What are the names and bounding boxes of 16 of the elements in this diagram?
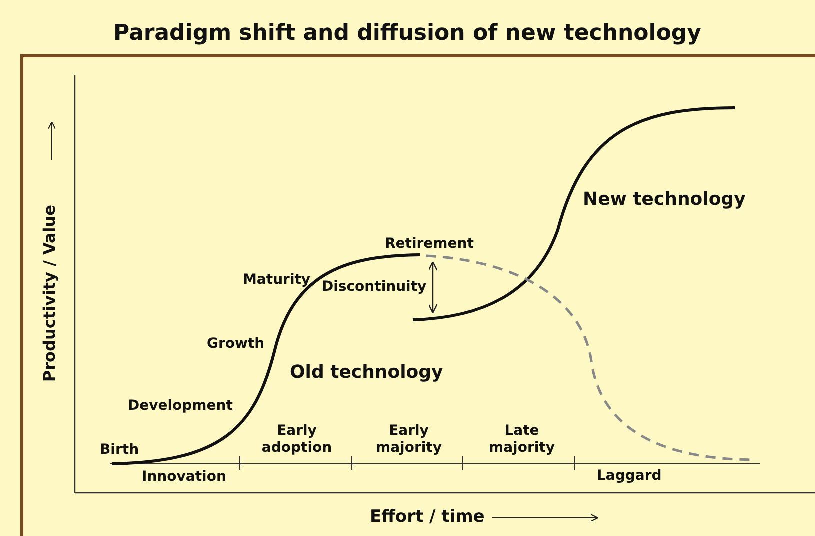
stage-label: Retirement bbox=[385, 236, 474, 253]
curve-label: Old technology bbox=[290, 362, 444, 384]
diagram-title: Paradigm shift and diffusion of new technology bbox=[112, 20, 703, 48]
stage-label: Development bbox=[128, 398, 233, 415]
phase-label: Laggard bbox=[597, 468, 662, 485]
axis-title: Effort / time bbox=[370, 507, 485, 528]
stage-label: Maturity bbox=[243, 272, 311, 289]
axis-title: Productivity / Value bbox=[40, 205, 60, 382]
phase-label: Early adoption bbox=[260, 423, 334, 457]
stage-label: Growth bbox=[207, 336, 265, 353]
phase-label: Innovation bbox=[142, 469, 226, 486]
curve-label: New technology bbox=[583, 189, 746, 211]
phase-label: Late majority bbox=[488, 423, 556, 457]
gap-label: Discontinuity bbox=[322, 279, 427, 296]
stage-label: Birth bbox=[100, 442, 140, 459]
phase-label: Early majority bbox=[375, 423, 443, 457]
